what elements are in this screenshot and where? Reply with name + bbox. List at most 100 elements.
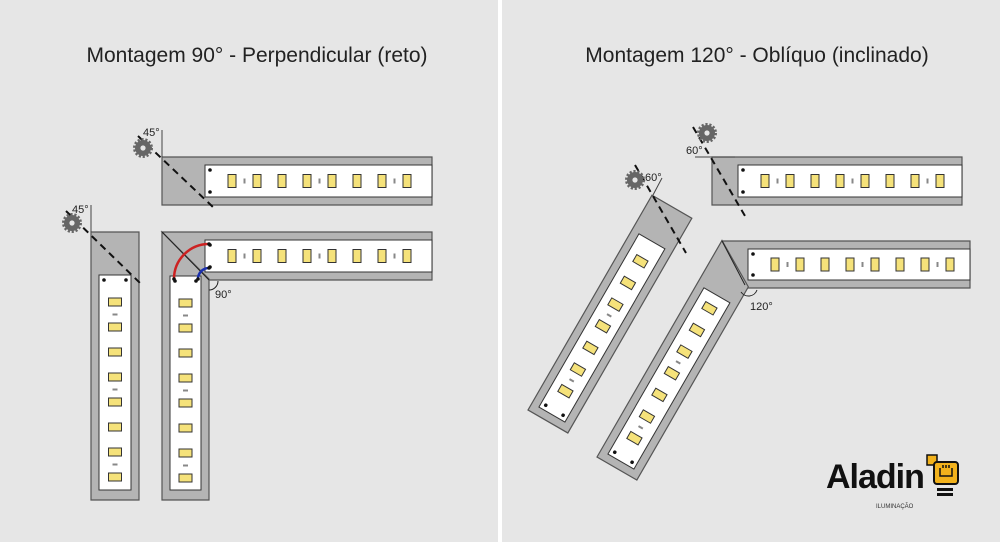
resistor-mark — [606, 313, 612, 318]
reference-line — [652, 177, 663, 196]
logo-lamp-base — [937, 488, 953, 491]
led-chip — [594, 318, 612, 334]
led-chip — [178, 398, 193, 408]
led-chip — [663, 365, 681, 381]
led-strip — [169, 275, 202, 491]
saw-hole — [140, 145, 146, 151]
arc-end-dot — [207, 266, 211, 270]
led-chip — [402, 174, 412, 188]
led-chip — [108, 472, 122, 482]
led-chip — [795, 257, 805, 272]
led-chip — [607, 297, 624, 312]
angle-arc — [740, 289, 758, 297]
resistor-mark — [318, 253, 321, 259]
circular-saw-icon — [697, 123, 717, 143]
led-chip — [557, 383, 574, 399]
led-chip — [935, 174, 945, 188]
led-chip — [302, 174, 312, 188]
resistor-mark — [851, 178, 854, 184]
led-chip — [688, 322, 706, 338]
led-chip — [920, 257, 930, 272]
aluminum-profile — [596, 239, 750, 481]
circular-saw-icon — [625, 170, 645, 190]
resistor-mark — [393, 178, 396, 184]
led-chip — [676, 344, 693, 359]
led-chip — [870, 257, 880, 272]
resistor-mark — [776, 178, 779, 184]
left-panel-title: Montagem 90° - Perpendicular (reto) — [86, 44, 427, 67]
circular-saw-icon — [133, 138, 153, 158]
led-chip — [252, 249, 262, 263]
aladin-logo: Aladin ILUMINAÇÃO — [826, 454, 959, 510]
led-chip — [785, 174, 795, 188]
led-chip — [108, 447, 122, 457]
aluminum-profile — [90, 231, 140, 501]
led-chip — [632, 253, 649, 269]
led-chip — [108, 422, 122, 432]
panel-divider — [498, 0, 502, 542]
mount-dot — [543, 403, 548, 408]
mount-dot — [561, 413, 565, 418]
logo-subtitle: ILUMINAÇÃO — [876, 503, 914, 510]
led-chip — [227, 174, 237, 188]
led-chip — [651, 387, 668, 403]
resistor-mark — [112, 463, 118, 466]
led-chip — [178, 323, 193, 333]
led-chip — [945, 257, 955, 272]
led-chip — [770, 257, 780, 272]
resistor-mark — [112, 388, 118, 391]
cut-angle-label: 60° — [686, 145, 703, 157]
resistor-mark — [183, 389, 188, 392]
led-chip — [178, 298, 193, 308]
led-chip — [402, 249, 412, 263]
led-chip — [178, 373, 193, 383]
led-chip — [377, 249, 387, 263]
led-chip — [910, 174, 920, 188]
led-chip — [178, 448, 193, 458]
saw-hole — [632, 177, 638, 183]
aluminum-profile — [160, 231, 433, 281]
led-chip — [252, 174, 262, 188]
led-chip — [108, 347, 122, 357]
cut-angle-label: 45° — [143, 127, 160, 139]
resistor-mark — [926, 178, 929, 184]
aluminum-profile — [161, 156, 433, 206]
resistor-mark — [569, 378, 575, 383]
arc-end-dot — [207, 242, 211, 246]
mount-dot — [612, 450, 617, 455]
logo-name: Aladin — [826, 458, 924, 496]
angle-arc — [208, 280, 219, 291]
led-strip — [747, 248, 971, 281]
cut-line-side — [634, 164, 687, 254]
resistor-mark — [183, 314, 188, 317]
led-chip — [626, 430, 643, 446]
logo-square — [926, 454, 938, 466]
resistor-mark — [393, 253, 396, 259]
led-chip — [108, 322, 122, 332]
mount-dot — [124, 278, 128, 282]
aluminum-profile — [161, 230, 210, 501]
led-chip — [327, 174, 337, 188]
led-chip — [277, 174, 287, 188]
led-chip — [178, 348, 193, 358]
joint-angle-label: 90° — [215, 289, 232, 301]
resistor-mark — [786, 262, 789, 267]
led-chip — [835, 174, 845, 188]
cut-angle-label: 60° — [645, 172, 662, 184]
led-chip — [178, 473, 193, 483]
logo-lamp-detail — [939, 465, 953, 477]
led-chip — [860, 174, 870, 188]
aluminum-profile — [721, 240, 971, 289]
led-chip — [760, 174, 770, 188]
resistor-mark — [861, 262, 864, 267]
led-chip — [178, 423, 193, 433]
mount-dot — [741, 190, 745, 194]
mount-dot — [741, 168, 745, 172]
led-chip — [277, 249, 287, 263]
resistor-mark — [243, 253, 246, 259]
led-chip — [227, 249, 237, 263]
led-strip — [737, 164, 963, 198]
led-chip — [302, 249, 312, 263]
logo-lamp-base — [937, 493, 953, 496]
